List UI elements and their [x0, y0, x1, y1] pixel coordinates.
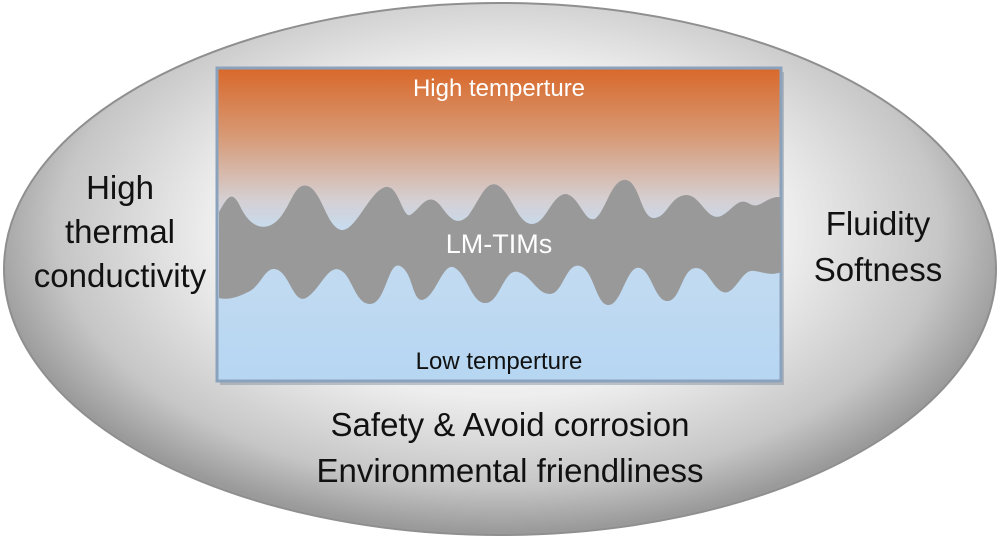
property-line: conductivity [33, 257, 207, 294]
property-line: Safety & Avoid corrosion [330, 406, 690, 443]
property-line: Fluidity [825, 205, 931, 242]
property-line: thermal [64, 213, 176, 250]
thermal-conductivity-property: High thermal conductivity [14, 166, 226, 298]
low-temperature-label: Low temperture [415, 348, 583, 375]
lm-tims-label: LM-TIMs [445, 229, 553, 259]
high-temperature-label: High temperture [412, 75, 586, 102]
property-line: High [86, 169, 154, 206]
liquid-metal-layer [219, 179, 781, 306]
safety-environment-property: Safety & Avoid corrosion Environmental f… [200, 402, 820, 494]
fluidity-softness-property: Fluidity Softness [786, 201, 970, 293]
property-line: Environmental friendliness [316, 452, 704, 489]
property-line: Softness [813, 251, 943, 288]
